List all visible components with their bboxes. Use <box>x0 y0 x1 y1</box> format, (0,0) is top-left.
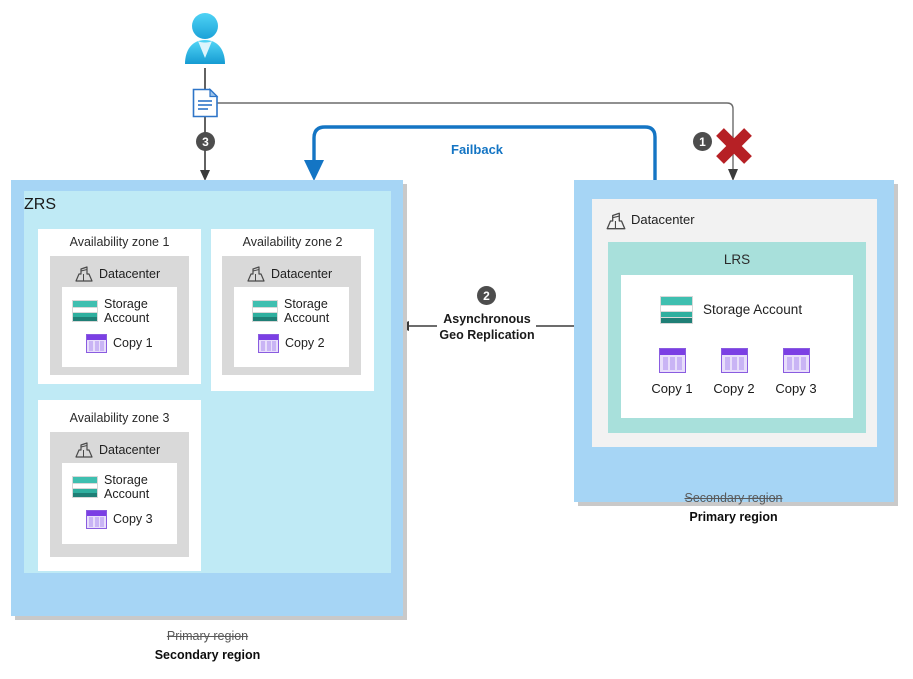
left-region-caption: Primary region Secondary region <box>105 629 310 662</box>
zone-1-copy-row: Copy 1 <box>86 334 153 353</box>
step-badge-2: 2 <box>477 286 496 305</box>
zone-3-copy-row: Copy 3 <box>86 510 153 529</box>
right-copy-2: Copy 2 <box>712 348 756 396</box>
geo-replication-label: Asynchronous Geo Replication <box>408 312 566 343</box>
right-copy-1-label: Copy 1 <box>651 381 693 396</box>
zone-2-storage-card[interactable] <box>234 287 349 367</box>
right-region-caption-bold: Primary region <box>689 510 778 524</box>
zone-2-datacenter-row: Datacenter <box>246 264 332 284</box>
right-datacenter-row: Datacenter <box>605 210 695 230</box>
datacenter-icon <box>74 264 94 284</box>
right-copy-1: Copy 1 <box>650 348 694 396</box>
actor-person-icon <box>182 12 228 68</box>
storage-account-icon <box>72 300 98 323</box>
geo-replication-line1: Asynchronous <box>443 312 531 326</box>
right-storage-label: Storage Account <box>703 302 803 318</box>
failback-label: Failback <box>451 142 504 157</box>
zone-3-storage-label-line1: Storage <box>104 473 148 487</box>
copy-icon <box>658 348 686 373</box>
copy-icon <box>720 348 748 373</box>
lrs-label: LRS <box>723 252 751 267</box>
copy-icon <box>258 334 279 353</box>
copy-icon <box>86 334 107 353</box>
availability-zone-1-label: Availability zone 1 <box>69 235 170 249</box>
zone-2-storage-label-line1: Storage <box>284 297 328 311</box>
storage-account-icon <box>72 476 98 499</box>
zone-1-storage-label-line1: Storage <box>104 297 148 311</box>
zone-2-copy-row: Copy 2 <box>258 334 325 353</box>
right-copy-3: Copy 3 <box>774 348 818 396</box>
zone-1-copy-label: Copy 1 <box>113 336 153 351</box>
zone-1-datacenter-row: Datacenter <box>74 264 160 284</box>
zone-1-storage-label-line2: Account <box>104 311 150 326</box>
step-badge-1: 1 <box>693 132 712 151</box>
right-region-caption-struck: Secondary region <box>684 491 783 505</box>
zone-3-storage-row: Storage Account <box>72 473 149 502</box>
right-copy-2-label: Copy 2 <box>713 381 755 396</box>
storage-account-icon <box>252 300 278 323</box>
right-storage-card[interactable] <box>621 275 853 418</box>
step-badge-3: 3 <box>196 132 215 151</box>
zone-1-datacenter-label: Datacenter <box>99 266 161 281</box>
zone-2-storage-row: Storage Account <box>252 297 329 326</box>
copy-icon <box>782 348 810 373</box>
right-copy-3-label: Copy 3 <box>775 381 817 396</box>
datacenter-icon <box>246 264 266 284</box>
datacenter-icon <box>605 210 626 230</box>
zone-1-storage-card[interactable] <box>62 287 177 367</box>
zone-2-storage-label-line2: Account <box>284 311 330 326</box>
zone-3-datacenter-label: Datacenter <box>99 442 161 457</box>
error-x-icon <box>716 128 752 164</box>
availability-zone-2-label: Availability zone 2 <box>242 235 343 249</box>
copy-icon <box>86 510 107 529</box>
right-region-caption: Secondary region Primary region <box>631 491 836 524</box>
storage-account-icon <box>660 296 693 324</box>
right-datacenter-label: Datacenter <box>631 211 695 227</box>
zone-2-datacenter-label: Datacenter <box>271 266 333 281</box>
datacenter-icon <box>74 440 94 460</box>
zrs-label: ZRS <box>24 196 56 213</box>
right-storage-row: Storage Account <box>660 296 802 324</box>
zone-3-datacenter-row: Datacenter <box>74 440 160 460</box>
left-region-caption-struck: Primary region <box>166 629 249 643</box>
availability-zone-3-label: Availability zone 3 <box>69 411 170 425</box>
left-region-caption-bold: Secondary region <box>154 648 261 662</box>
geo-replication-line2: Geo Replication <box>439 327 535 342</box>
zone-2-copy-label: Copy 2 <box>285 336 325 351</box>
zone-3-storage-label-line2: Account <box>104 487 150 502</box>
document-icon <box>192 88 219 118</box>
zone-1-storage-row: Storage Account <box>72 297 149 326</box>
zone-3-copy-label: Copy 3 <box>113 512 153 527</box>
